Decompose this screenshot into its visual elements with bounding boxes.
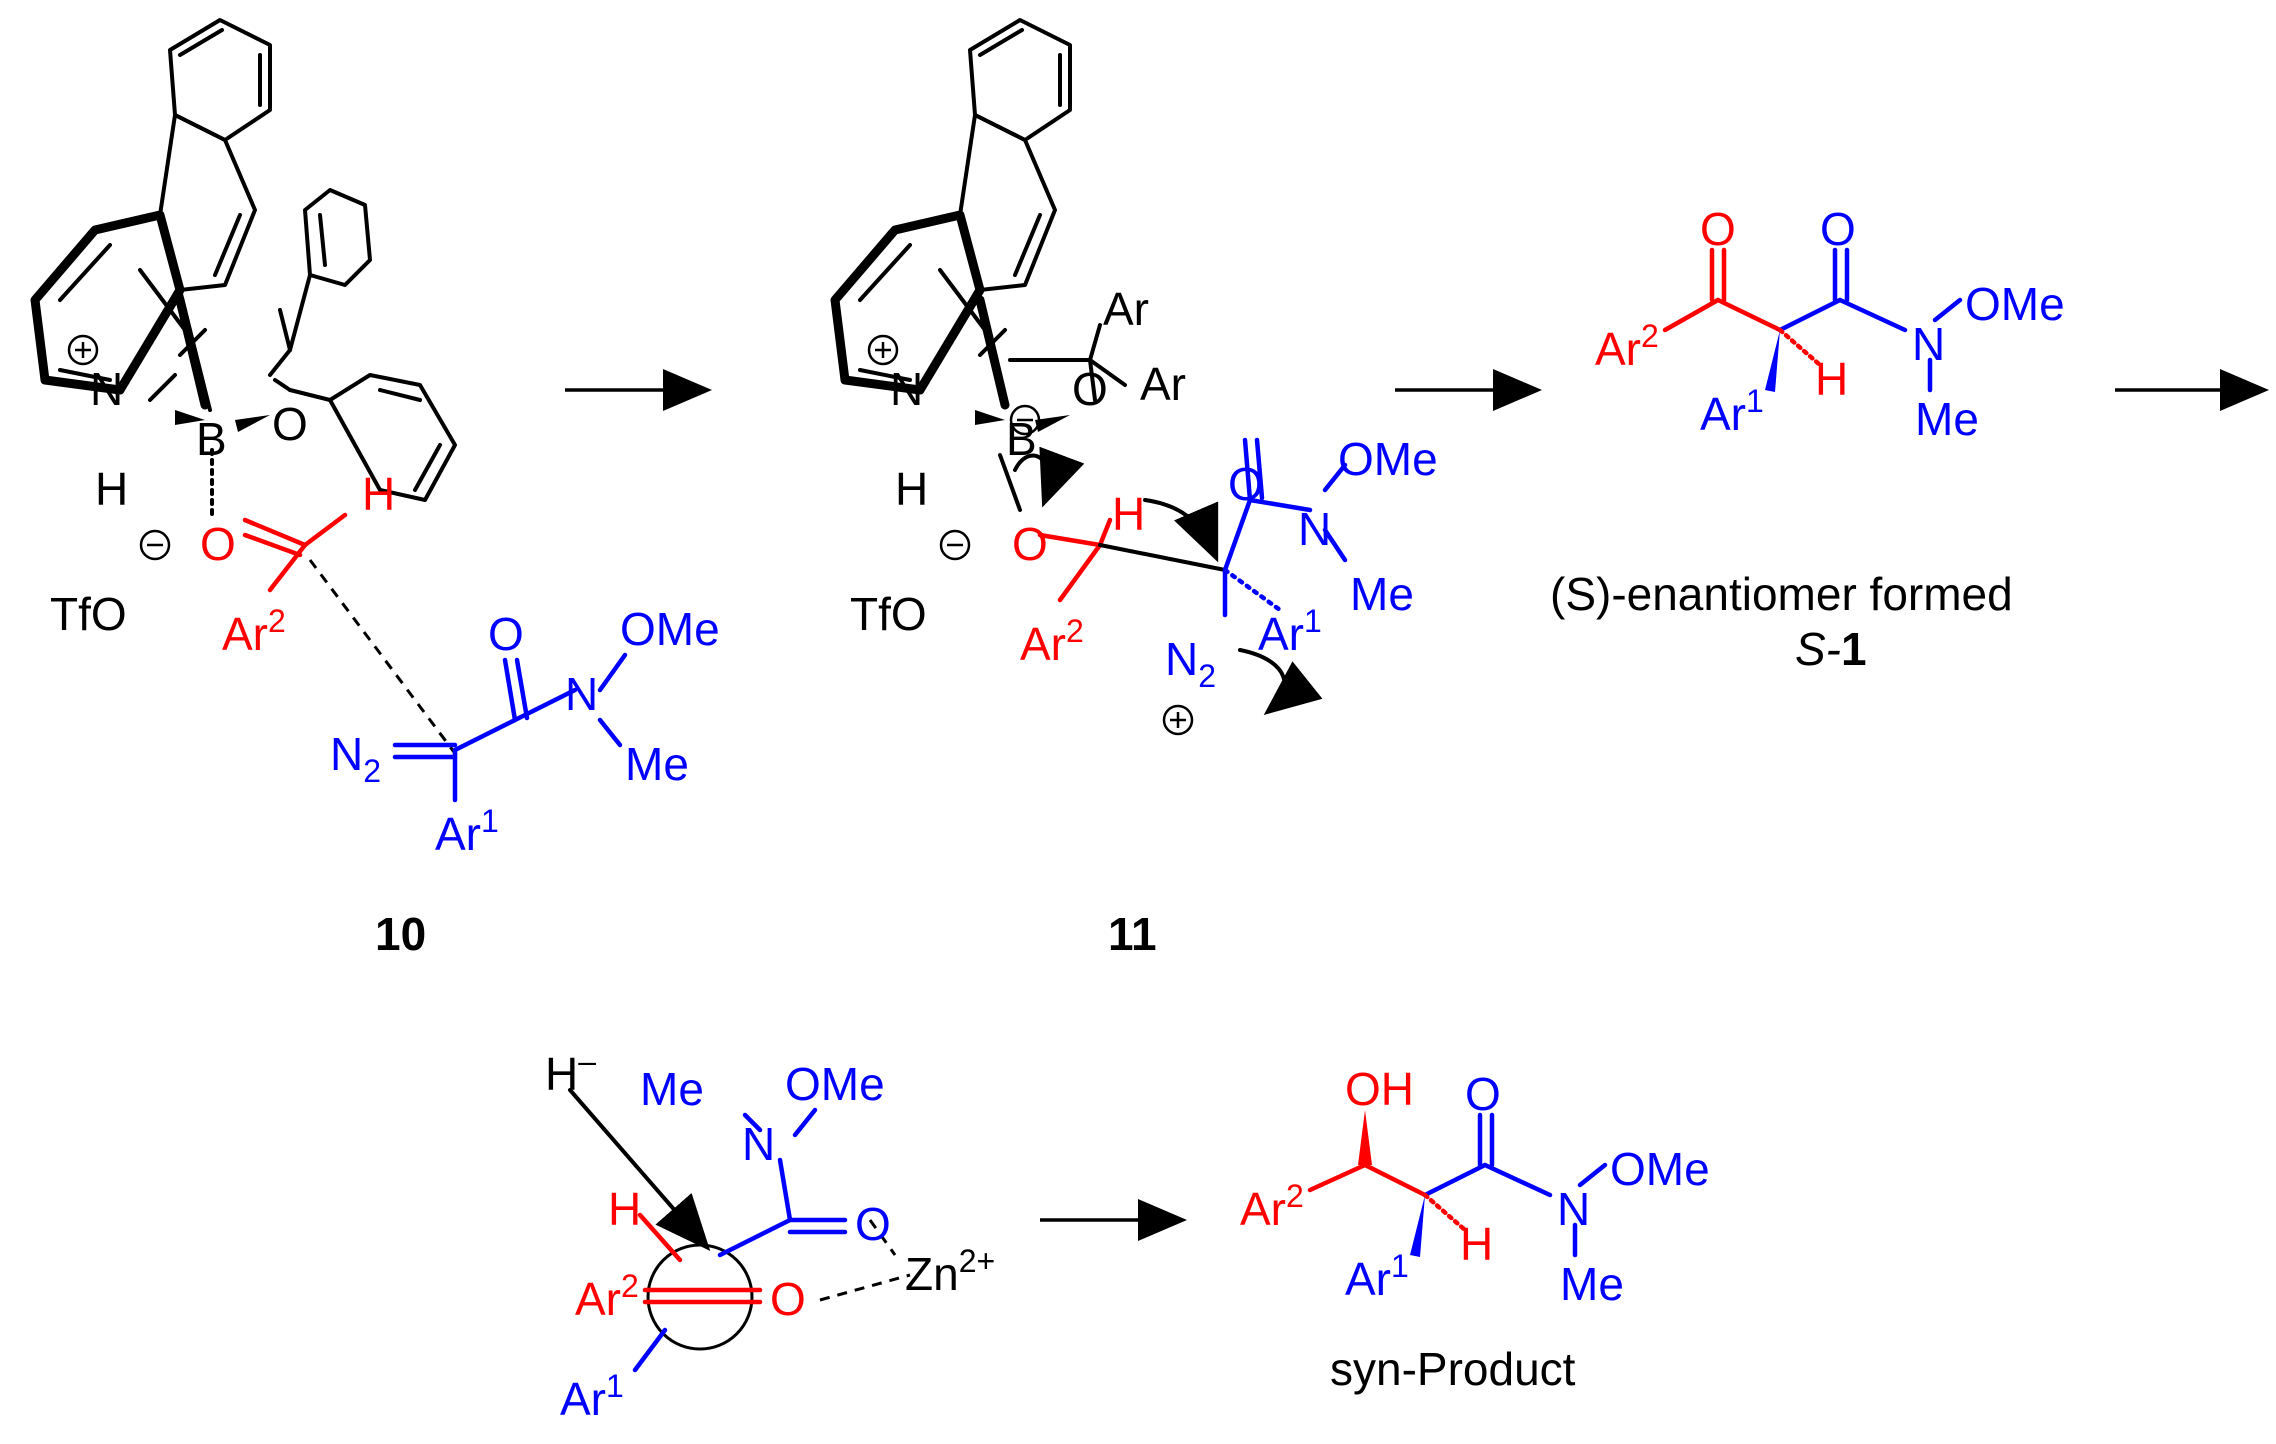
syn-h-label: H bbox=[1460, 1218, 1493, 1270]
amide-o-label-10: O bbox=[488, 608, 524, 660]
syn-oh-label: OH bbox=[1345, 1063, 1414, 1115]
ar1-label-11: Ar1 bbox=[1258, 603, 1322, 660]
ring-o-label-11: O bbox=[1072, 363, 1108, 415]
me-label-11: Me bbox=[1350, 568, 1414, 620]
s1-compound-label: S-1 bbox=[1795, 623, 1867, 675]
ome-label-11: OMe bbox=[1338, 433, 1438, 485]
compound-10-label: 10 bbox=[375, 908, 426, 960]
syn-ome-label: OMe bbox=[1610, 1143, 1710, 1195]
ts-amide-n-label: N bbox=[742, 1118, 775, 1170]
s1-ar2-label: Ar2 bbox=[1595, 318, 1659, 375]
s1-amide-n-label: N bbox=[1912, 318, 1945, 370]
s-enantiomer-caption: (S)-enantiomer formed bbox=[1550, 568, 2013, 620]
syn-ar1-label: Ar1 bbox=[1345, 1248, 1409, 1305]
compound-11-structure bbox=[830, 18, 1348, 716]
amide-n-label-10: N bbox=[565, 668, 598, 720]
aldehyde-o-label: O bbox=[200, 518, 236, 570]
compound-11-label: 11 bbox=[1108, 908, 1157, 960]
ar2-label-11: Ar2 bbox=[1020, 613, 1084, 670]
ome-label-10: OMe bbox=[620, 603, 720, 655]
boron-label: B bbox=[196, 413, 227, 465]
ar-top-label: Ar bbox=[1103, 283, 1149, 335]
minus-charge-icon bbox=[139, 529, 171, 561]
syn-product-structure bbox=[1307, 1110, 1608, 1258]
s1-ome-label: OMe bbox=[1965, 278, 2065, 330]
alkoxide-o-label: O bbox=[1012, 518, 1048, 570]
s1-ar1-label: Ar1 bbox=[1700, 383, 1764, 440]
syn-amide-n-label: N bbox=[1557, 1183, 1590, 1235]
compound-10-structure bbox=[30, 18, 628, 803]
plus-charge-icon bbox=[67, 334, 99, 366]
s1-structure bbox=[1662, 247, 1963, 393]
aldehyde-h-label: H bbox=[362, 468, 395, 520]
n2-label-10: N2 bbox=[330, 728, 381, 789]
n2-label-11: N2 bbox=[1165, 633, 1216, 694]
syn-amide-o-label: O bbox=[1465, 1068, 1501, 1120]
me-label-10: Me bbox=[625, 738, 689, 790]
transition-state-structure bbox=[568, 1088, 911, 1373]
ts-ar1-label: Ar1 bbox=[560, 1368, 624, 1425]
triflate-label: TfO bbox=[50, 588, 127, 640]
carbinol-h-label: H bbox=[1112, 488, 1145, 540]
amide-n-label-11: N bbox=[1298, 503, 1331, 555]
s1-me-label: Me bbox=[1915, 393, 1979, 445]
hydride-label: H– bbox=[545, 1043, 596, 1100]
amide-o-label-11: O bbox=[1228, 458, 1264, 510]
ar-right-label: Ar bbox=[1140, 358, 1186, 410]
triflate-label-11: TfO bbox=[850, 588, 927, 640]
syn-product-caption: syn-Product bbox=[1330, 1343, 1576, 1395]
s1-amide-o-label: O bbox=[1820, 203, 1856, 255]
ammonium-n-label-11: N bbox=[890, 363, 923, 415]
ammonium-h-label: H bbox=[95, 463, 128, 515]
ts-ketone-o-label: O bbox=[770, 1273, 806, 1325]
s1-ketone-o-label: O bbox=[1700, 203, 1736, 255]
ammonium-n-label: N bbox=[90, 363, 123, 415]
syn-ar2-label: Ar2 bbox=[1240, 1178, 1304, 1235]
ts-ar2-label: Ar2 bbox=[575, 1268, 639, 1325]
minus-charge-icon bbox=[1009, 404, 1041, 436]
ammonium-h-label-11: H bbox=[895, 463, 928, 515]
ts-ome-label: OMe bbox=[785, 1058, 885, 1110]
plus-charge-icon bbox=[867, 334, 899, 366]
minus-charge-icon bbox=[939, 529, 971, 561]
syn-me-label: Me bbox=[1560, 1258, 1624, 1310]
ts-h-label: H bbox=[608, 1183, 641, 1235]
plus-charge-icon bbox=[1162, 704, 1194, 736]
s1-h-label: H bbox=[1815, 353, 1848, 405]
ts-amide-o-label: O bbox=[855, 1198, 891, 1250]
ring-o-label: O bbox=[272, 398, 308, 450]
ar2-label-10: Ar2 bbox=[222, 603, 286, 660]
ar1-label-10: Ar1 bbox=[435, 803, 499, 860]
zinc-label: Zn2+ bbox=[905, 1243, 995, 1300]
ts-me-label: Me bbox=[640, 1063, 704, 1115]
